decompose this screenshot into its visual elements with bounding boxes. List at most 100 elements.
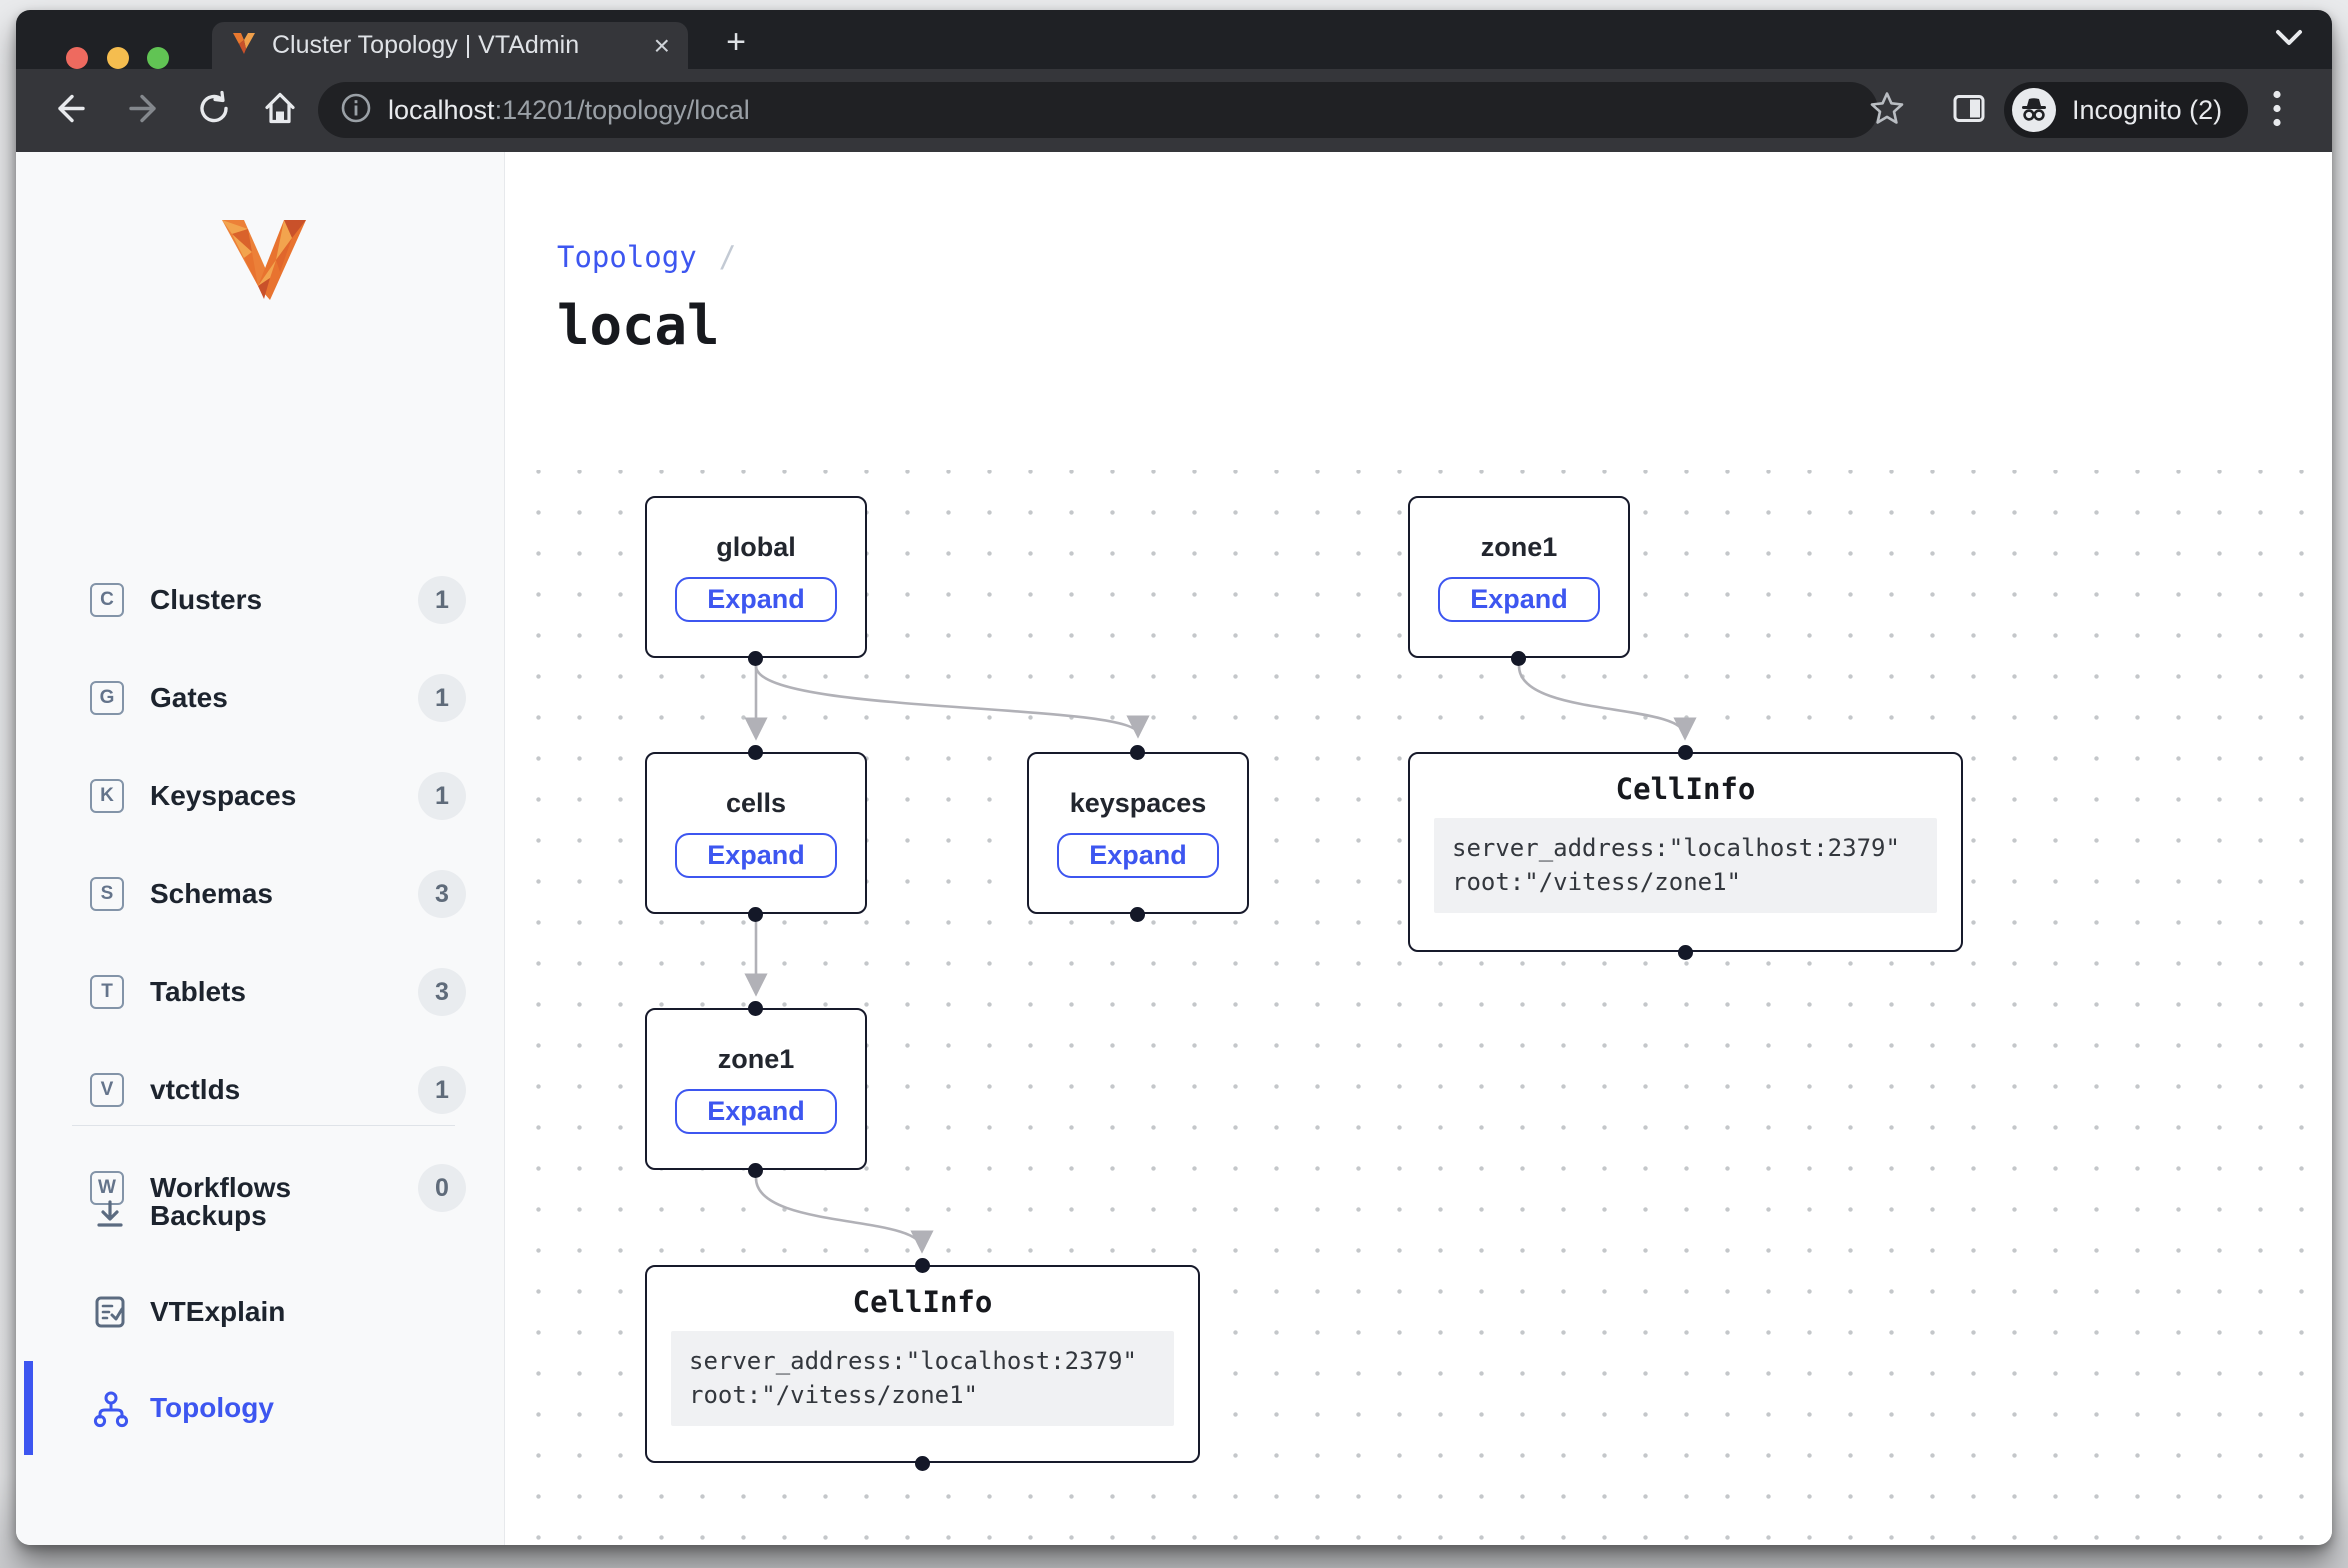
sidebar-item-label: Topology: [150, 1392, 274, 1423]
window-zoom-button[interactable]: [147, 47, 169, 69]
favicon-vitess-icon: [230, 29, 258, 62]
handle-global-bottom[interactable]: [748, 651, 763, 666]
node-zone1-bottom[interactable]: zone1 Expand: [645, 1008, 867, 1170]
node-label: zone1: [1480, 532, 1558, 562]
home-icon[interactable]: [262, 90, 298, 131]
browser-tab[interactable]: Cluster Topology | VTAdmin ×: [212, 22, 688, 69]
sidebar-item-backups[interactable]: Backups: [16, 1184, 504, 1248]
handle-keyspaces-bottom[interactable]: [1130, 907, 1145, 922]
node-label: keyspaces: [1069, 788, 1207, 818]
browser-menu-icon[interactable]: [2270, 86, 2284, 135]
gates-icon: G: [90, 681, 124, 715]
sidebar-item-label: VTExplain: [150, 1296, 286, 1327]
node-keyspaces[interactable]: keyspaces Expand: [1027, 752, 1249, 914]
node-cellinfo-bottom[interactable]: CellInfo server_address:"localhost:2379"…: [645, 1265, 1200, 1463]
incognito-badge[interactable]: Incognito (2): [2004, 82, 2249, 138]
tab-title: Cluster Topology | VTAdmin: [272, 31, 580, 59]
sidebar-item-topology[interactable]: Topology: [16, 1376, 504, 1440]
back-icon[interactable]: [50, 90, 86, 131]
sidebar-item-gates[interactable]: G Gates 1: [16, 666, 504, 730]
url-bar[interactable]: localhost:14201/topology/local: [318, 82, 1878, 138]
topology-canvas[interactable]: global Expand zone1 Expand cells Expand …: [505, 470, 2332, 1545]
sidebar-item-label: Workflows: [150, 1172, 292, 1203]
browser-toolbar: localhost:14201/topology/local Incognito…: [16, 69, 2332, 152]
breadcrumb-separator: /: [718, 240, 737, 274]
edge-global-keyspaces: [754, 665, 1150, 739]
url-host: localhost: [388, 94, 495, 125]
window-close-button[interactable]: [66, 47, 88, 69]
handle-zone1-bottom-bottom[interactable]: [748, 1163, 763, 1178]
handle-zone1-bottom-top[interactable]: [748, 1001, 763, 1016]
vitess-logo: [222, 220, 306, 305]
node-cells[interactable]: cells Expand: [645, 752, 867, 914]
expand-button[interactable]: Expand: [675, 833, 837, 878]
window-minimize-button[interactable]: [107, 47, 129, 69]
new-tab-button[interactable]: +: [726, 23, 746, 61]
breadcrumb-topology-link[interactable]: Topology: [557, 240, 697, 274]
reload-icon[interactable]: [196, 90, 232, 131]
sidebar-item-label: Schemas: [150, 878, 273, 909]
breadcrumb: Topology /: [557, 240, 736, 274]
sidebar-item-tablets[interactable]: T Tablets 3: [16, 960, 504, 1024]
side-panel-icon[interactable]: [1950, 89, 1988, 132]
handle-keyspaces-top[interactable]: [1130, 745, 1145, 760]
site-info-icon[interactable]: [340, 92, 372, 129]
count-badge: 3: [418, 968, 466, 1016]
url-path: :14201/topology/local: [494, 94, 750, 125]
workflows-icon: W: [90, 1171, 124, 1205]
sidebar-item-schemas[interactable]: S Schemas 3: [16, 862, 504, 926]
app-content: C Clusters 1 G Gates 1 K Keyspaces 1 S S…: [16, 152, 2332, 1545]
count-badge: 3: [418, 870, 466, 918]
incognito-label: Incognito (2): [2072, 94, 2223, 125]
page-title: local: [557, 294, 720, 357]
handle-cellinfo-bottom-bottom[interactable]: [915, 1456, 930, 1471]
node-cellinfo-right[interactable]: CellInfo server_address:"localhost:2379"…: [1408, 752, 1963, 952]
count-badge: 1: [418, 674, 466, 722]
sidebar-item-label: Clusters: [150, 584, 263, 615]
handle-cellinfo-right-top[interactable]: [1678, 745, 1693, 760]
download-icon: [92, 1198, 128, 1234]
node-label: global: [716, 532, 796, 562]
node-label: cells: [725, 788, 787, 818]
node-zone1-top[interactable]: zone1 Expand: [1408, 496, 1630, 658]
main-panel: Topology / local: [505, 152, 2332, 1545]
edge-zone1-cellinfo: [754, 1177, 934, 1254]
keyspaces-icon: K: [90, 779, 124, 813]
node-title: CellInfo: [852, 1285, 993, 1319]
sidebar-item-vtexplain[interactable]: VTExplain: [16, 1280, 504, 1344]
handle-zone1-top-bottom[interactable]: [1511, 651, 1526, 666]
sidebar-item-keyspaces[interactable]: K Keyspaces 1: [16, 764, 504, 828]
topology-icon: [92, 1390, 129, 1428]
handle-cells-top[interactable]: [748, 745, 763, 760]
sidebar-item-vtctlds[interactable]: V vtctlds 1: [16, 1058, 504, 1122]
handle-cellinfo-bottom-top[interactable]: [915, 1258, 930, 1273]
expand-button[interactable]: Expand: [1057, 833, 1219, 878]
sidebar-item-label: Keyspaces: [150, 780, 297, 811]
node-title: CellInfo: [1615, 772, 1756, 806]
cellinfo-code-block: server_address:"localhost:2379"root:"/vi…: [1434, 818, 1937, 914]
forward-icon[interactable]: [128, 90, 164, 131]
handle-cells-bottom[interactable]: [748, 907, 763, 922]
browser-window: Cluster Topology | VTAdmin × + localhost…: [16, 10, 2332, 1545]
expand-button[interactable]: Expand: [675, 577, 837, 622]
schemas-icon: S: [90, 877, 124, 911]
active-indicator: [24, 1361, 33, 1455]
sidebar-item-workflows[interactable]: W Workflows 0: [16, 1156, 504, 1220]
cellinfo-code-block: server_address:"localhost:2379"root:"/vi…: [671, 1331, 1174, 1427]
url-text[interactable]: localhost:14201/topology/local: [388, 95, 750, 126]
count-badge: 1: [418, 772, 466, 820]
chevron-down-icon[interactable]: [2274, 28, 2304, 53]
expand-button[interactable]: Expand: [675, 1089, 837, 1134]
sidebar-item-label: Gates: [150, 682, 228, 713]
tab-strip: Cluster Topology | VTAdmin × +: [16, 10, 2332, 69]
tablets-icon: T: [90, 975, 124, 1009]
clusters-icon: C: [90, 583, 124, 617]
node-global[interactable]: global Expand: [645, 496, 867, 658]
handle-cellinfo-right-bottom[interactable]: [1678, 945, 1693, 960]
edge-zone1-cellinfo-right: [1517, 665, 1697, 741]
expand-button[interactable]: Expand: [1438, 577, 1600, 622]
bookmark-star-icon[interactable]: [1868, 89, 1906, 132]
sidebar-item-clusters[interactable]: C Clusters 1: [16, 568, 504, 632]
count-badge: 0: [418, 1164, 466, 1212]
tab-close-icon[interactable]: ×: [653, 29, 670, 61]
